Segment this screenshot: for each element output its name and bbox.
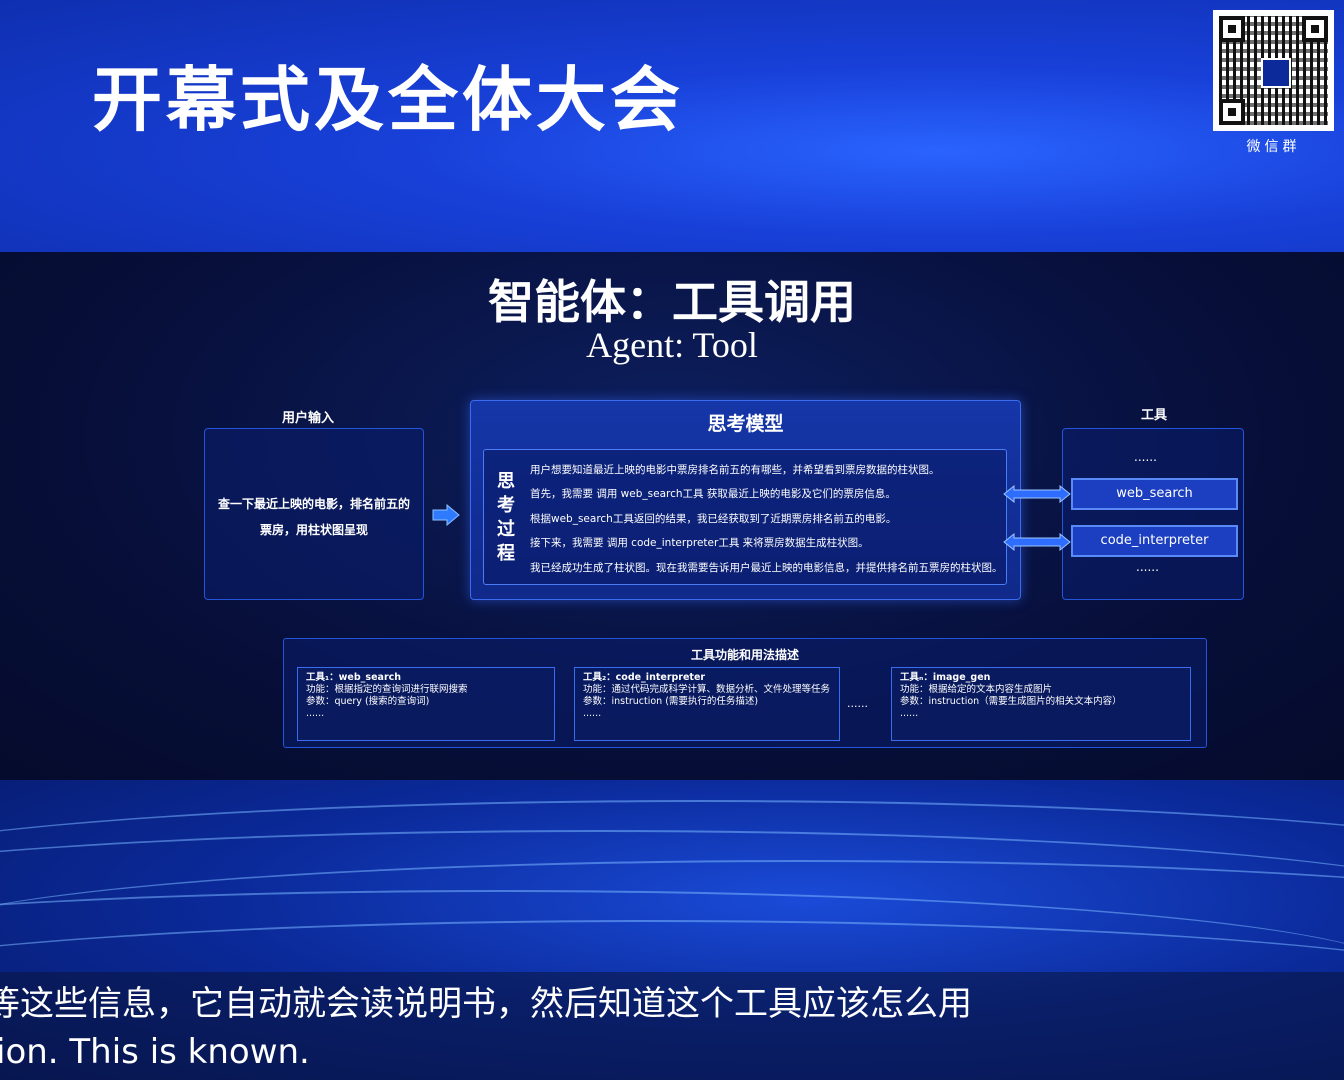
event-title: 开幕式及全体大会	[92, 59, 684, 141]
tool-code-interpreter: code_interpreter	[1071, 525, 1238, 557]
card-param: 参数：instruction (需要执行的任务描述)	[583, 696, 759, 707]
thinking-line: 根据web_search工具返回的结果，我已经获取到了近期票房排名前五的电影。	[530, 512, 897, 525]
tool-web-search: web_search	[1071, 478, 1238, 510]
thinking-model-header: 思考模型	[707, 413, 784, 435]
caption-english: ion. This is known.	[0, 1032, 310, 1072]
tools-panel	[1062, 428, 1244, 600]
thinking-line: 用户想要知道最近上映的电影中票房排名前五的有哪些，并希望看到票房数据的柱状图。	[530, 464, 940, 476]
thinking-process-box: 思考过程 用户想要知道最近上映的电影中票房排名前五的有哪些，并希望看到票房数据的…	[483, 449, 1007, 585]
card-param: 参数：query (搜索的查询词)	[306, 696, 430, 707]
double-arrow-icon	[1003, 533, 1071, 551]
arrow-right-icon	[432, 504, 460, 526]
wechat-qr-code	[1213, 10, 1334, 131]
user-input-line: 票房，用柱状图呈现	[259, 523, 368, 537]
slide-subtitle: Agent: Tool	[586, 325, 758, 365]
user-input-line: 查一下最近上映的电影，排名前五的	[217, 497, 410, 511]
user-input-text: 查一下最近上映的电影，排名前五的 票房，用柱状图呈现	[205, 491, 423, 543]
card-tool-name: 工具₂：code_interpreter	[583, 672, 706, 683]
thinking-model-panel: 思考模型 思考过程 用户想要知道最近上映的电影中票房排名前五的有哪些，并希望看到…	[470, 400, 1021, 600]
card-more: ......	[583, 708, 602, 719]
tools-label: 工具	[1140, 408, 1167, 423]
tool-description-card: 工具ₙ：image_gen 功能：根据给定的文本内容生成图片 参数：instru…	[891, 667, 1191, 741]
card-function: 功能：通过代码完成科学计算、数据分析、文件处理等任务	[583, 684, 831, 695]
slide: 智能体：工具调用 Agent: Tool 用户输入 查一下最近上映的电影，排名前…	[0, 252, 1344, 780]
card-param: 参数：instruction（需要生成图片的相关文本内容）	[900, 696, 1122, 707]
card-function: 功能：根据给定的文本内容生成图片	[900, 684, 1053, 695]
card-more: ......	[306, 708, 325, 719]
caption-bar	[0, 972, 1344, 1080]
card-tool-name: 工具ₙ：image_gen	[900, 672, 991, 683]
card-more: ......	[900, 708, 919, 719]
thinking-line: 接下来，我需要 调用 code_interpreter工具 来将票房数据生成柱状…	[530, 537, 869, 550]
tool-description-panel: 工具功能和用法描述 工具₁：web_search 功能：根据指定的查询词进行联网…	[283, 638, 1207, 748]
tool-description-card: 工具₂：code_interpreter 功能：通过代码完成科学计算、数据分析、…	[574, 667, 840, 741]
slide-title: 智能体：工具调用	[488, 275, 856, 329]
thinking-process-lines: 用户想要知道最近上映的电影中票房排名前五的有哪些，并希望看到票房数据的柱状图。 …	[530, 458, 1006, 580]
tool-description-ellipsis: ......	[847, 697, 868, 710]
qr-caption: 微信群	[1246, 139, 1301, 155]
card-tool-name: 工具₁：web_search	[306, 672, 402, 683]
caption-chinese: 等这些信息，它自动就会读说明书，然后知道这个工具应该怎么用	[0, 984, 972, 1024]
user-input-label: 用户输入	[281, 411, 334, 426]
tools-ellipsis: ......	[1136, 560, 1159, 574]
thinking-line: 我已经成功生成了柱状图。现在我需要告诉用户最近上映的电影信息，并提供排名前五票房…	[530, 561, 1003, 574]
card-function: 功能：根据指定的查询词进行联网搜索	[306, 684, 468, 695]
tool-description-card: 工具₁：web_search 功能：根据指定的查询词进行联网搜索 参数：quer…	[297, 667, 555, 741]
tools-ellipsis: ......	[1134, 450, 1157, 464]
thinking-line: 首先，我需要 调用 web_search工具 获取最近上映的电影及它们的票房信息…	[530, 488, 896, 501]
thinking-process-label: 思考过程	[497, 471, 515, 564]
double-arrow-icon	[1003, 485, 1071, 503]
header-banner	[0, 0, 1344, 252]
qr-logo-icon	[1261, 58, 1291, 88]
tool-description-title: 工具功能和用法描述	[690, 648, 799, 662]
user-input-box: 查一下最近上映的电影，排名前五的 票房，用柱状图呈现	[204, 428, 424, 600]
